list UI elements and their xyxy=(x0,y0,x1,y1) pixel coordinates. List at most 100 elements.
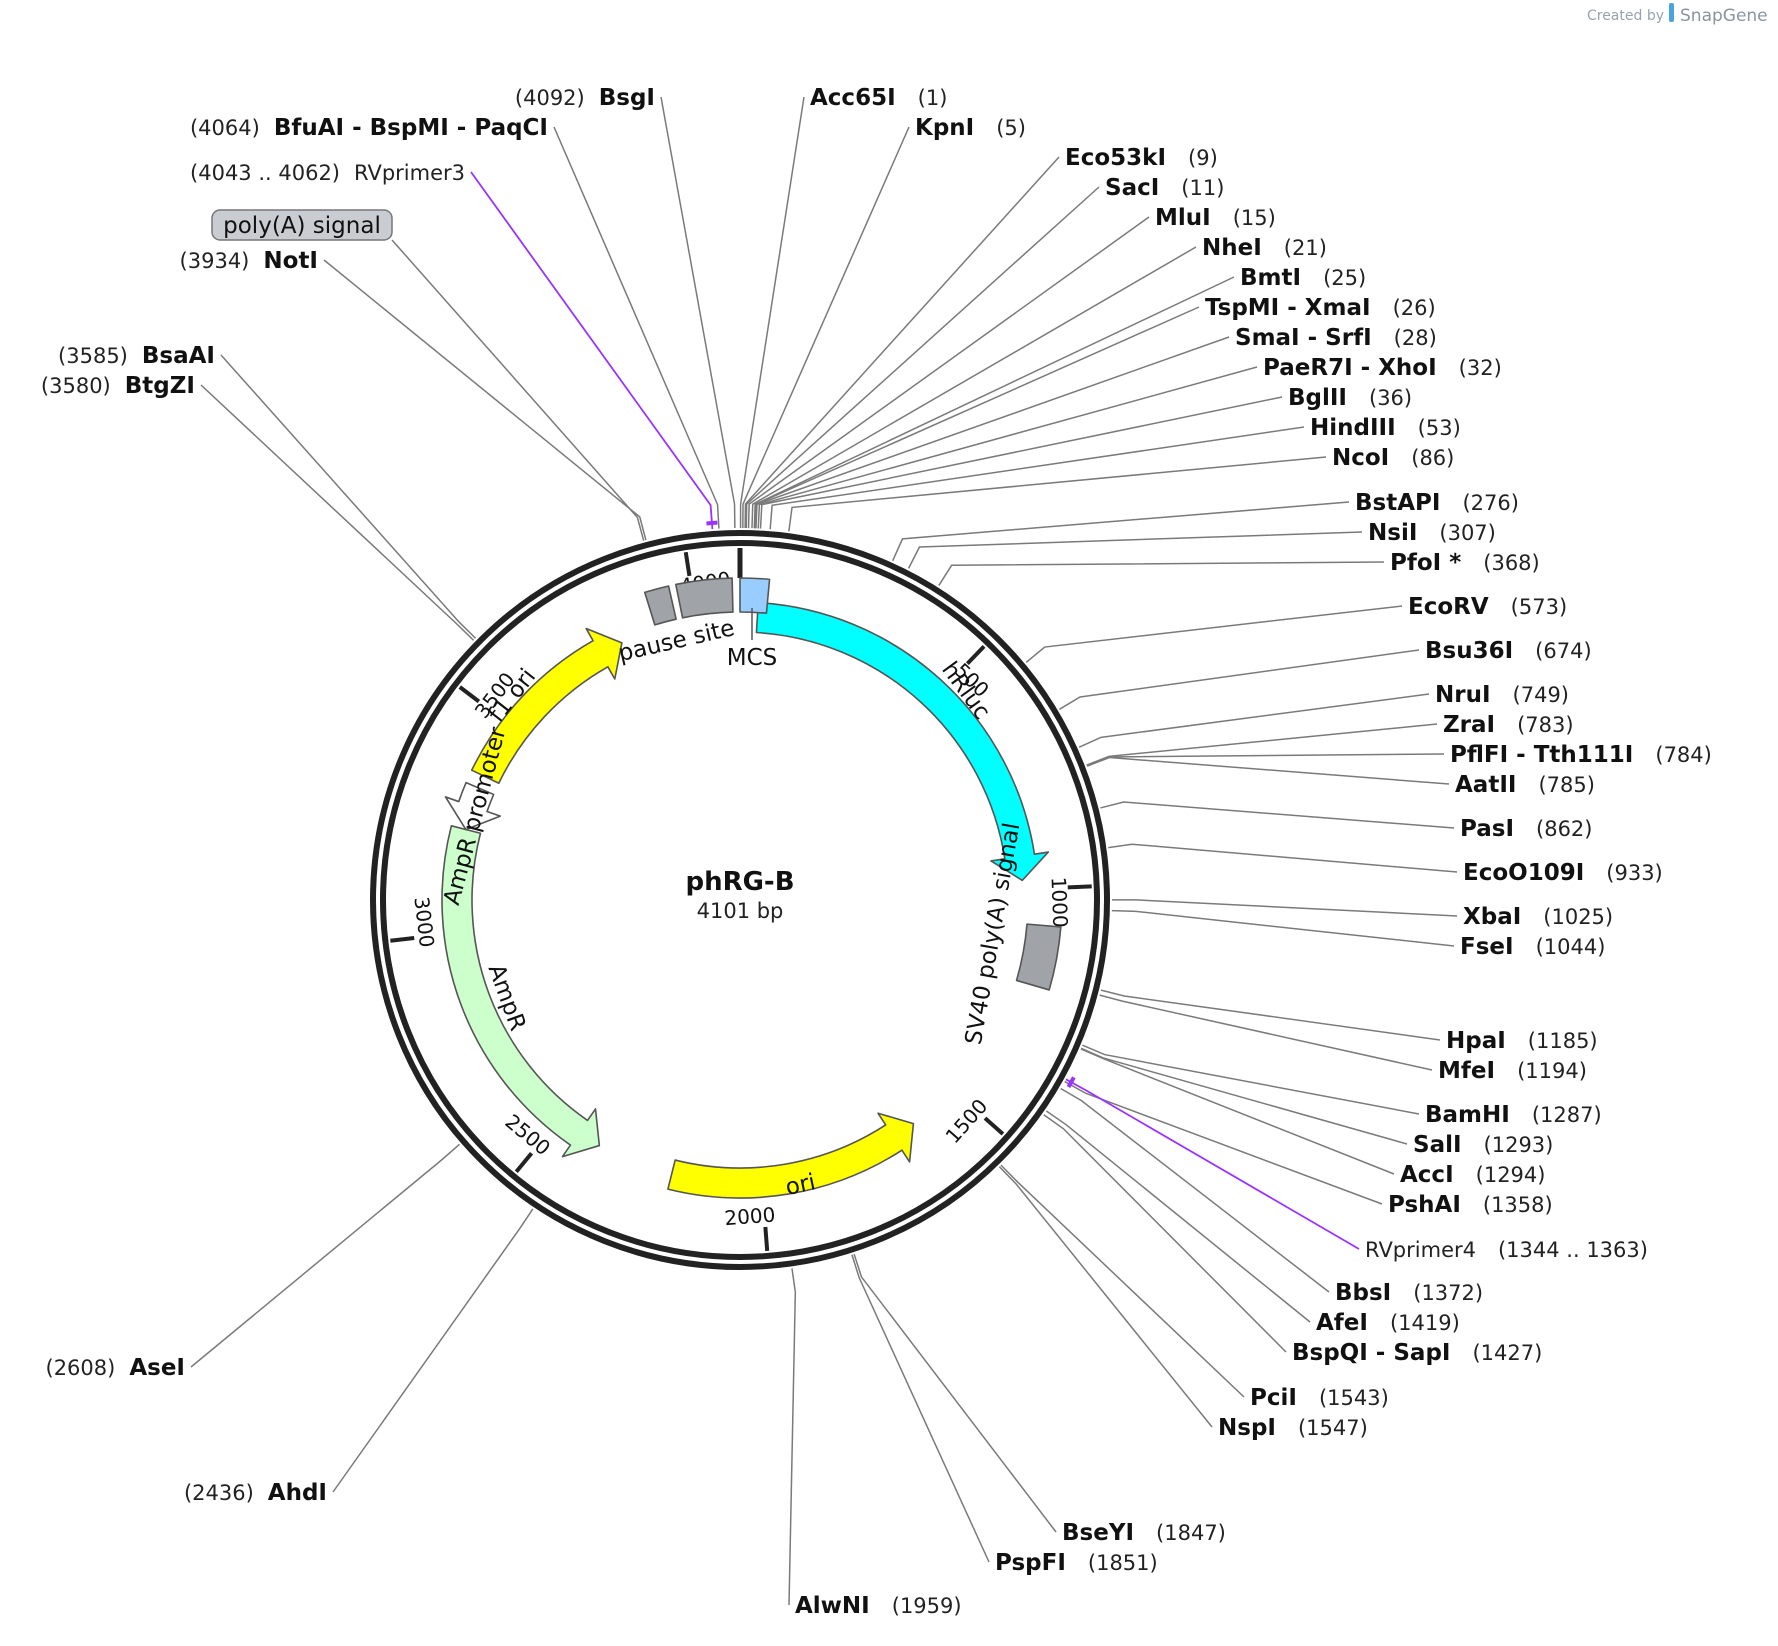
site-label-bfuai-bspmi-paqci[interactable]: (4064)BfuAI - BspMI - PaqCI xyxy=(190,115,548,141)
site-label-kpni[interactable]: KpnI(5) xyxy=(915,115,1026,141)
site-leader-pasi xyxy=(1100,801,1455,829)
site-label-bsu36i[interactable]: Bsu36I(674) xyxy=(1425,638,1592,664)
feature-ampr-3[interactable] xyxy=(441,824,601,1158)
site-label-bsaai[interactable]: (3585)BsaAI xyxy=(58,343,215,369)
tick-500 xyxy=(965,644,986,666)
backbone xyxy=(370,530,1110,1270)
site-label-tspmi-xmai[interactable]: TspMI - XmaI(26) xyxy=(1205,295,1436,321)
primer-label-rvprimer3[interactable]: (4043 .. 4062)RVprimer3 xyxy=(190,161,465,185)
tick-4000 xyxy=(683,551,692,577)
tick-3000 xyxy=(390,935,415,943)
feature-f1-ori-5[interactable] xyxy=(470,627,623,785)
site-label-bsgi[interactable]: (4092)BsgI xyxy=(515,85,655,111)
site-leader-smai-srfi xyxy=(755,336,1230,529)
feature-poly-a-signal-6[interactable] xyxy=(643,585,677,626)
site-label-noti[interactable]: (3934)NotI xyxy=(180,248,318,274)
tick-1000 xyxy=(1067,884,1092,890)
site-label-hindiii[interactable]: HindIII(53) xyxy=(1310,415,1461,441)
site-label-bstapi[interactable]: BstAPI(276) xyxy=(1355,490,1519,516)
site-leader-hpai xyxy=(1100,989,1441,1041)
polya-callout-badge xyxy=(211,209,393,241)
site-label-pshai[interactable]: PshAI(1358) xyxy=(1388,1192,1553,1218)
credit: Created by SnapGene xyxy=(1587,3,1768,26)
site-leader-pcii xyxy=(1000,1164,1245,1398)
site-leader-pspfi xyxy=(851,1254,990,1563)
plasmid-length: 4101 bp xyxy=(697,899,784,923)
site-leader-bsu36i xyxy=(1059,649,1420,710)
site-label-acc65i[interactable]: Acc65I(1) xyxy=(810,85,947,111)
site-label-bbsi[interactable]: BbsI(1372) xyxy=(1335,1280,1483,1306)
site-leader-btgzi xyxy=(200,384,475,641)
site-leader-kpni xyxy=(742,126,910,529)
site-leader-aatii xyxy=(1086,756,1450,785)
site-label-pspfi[interactable]: PspFI(1851) xyxy=(995,1550,1158,1576)
site-label-bmti[interactable]: BmtI(25) xyxy=(1240,265,1366,291)
site-label-smai-srfi[interactable]: SmaI - SrfI(28) xyxy=(1235,325,1437,351)
primer-mark-rvprimer3[interactable] xyxy=(706,520,718,526)
site-label-eco53ki[interactable]: Eco53kI(9) xyxy=(1065,145,1218,171)
site-leader-pfoi xyxy=(938,561,1385,586)
site-label-ecoo109i[interactable]: EcoO109I(933) xyxy=(1463,860,1663,886)
feature-pause-site-7[interactable] xyxy=(675,577,734,619)
feature-ampr-promoter-4[interactable] xyxy=(444,781,502,831)
site-label-pasi[interactable]: PasI(862) xyxy=(1460,816,1592,842)
site-label-fsei[interactable]: FseI(1044) xyxy=(1460,934,1605,960)
leader-lines xyxy=(190,96,1458,1606)
site-label-nrui[interactable]: NruI(749) xyxy=(1435,682,1569,708)
site-label-xbai[interactable]: XbaI(1025) xyxy=(1463,904,1613,930)
tick-1500 xyxy=(983,1116,1005,1136)
site-label-pflfi-tth111i[interactable]: PflFI - Tth111I(784) xyxy=(1450,742,1712,768)
site-leader-noti xyxy=(323,259,647,541)
site-leader-bbsi xyxy=(1060,1087,1330,1293)
site-label-pcii[interactable]: PciI(1543) xyxy=(1250,1385,1389,1411)
site-leader-bseyi xyxy=(853,1253,1057,1533)
site-label-saci[interactable]: SacI(11) xyxy=(1105,175,1224,201)
feature-label-mcs: MCS xyxy=(727,645,778,671)
site-label-asei[interactable]: (2608)AseI xyxy=(46,1355,186,1381)
feature-sv40-poly-a-signal-1[interactable] xyxy=(1015,923,1062,991)
site-label-mlui[interactable]: MluI(15) xyxy=(1155,205,1276,231)
tick-label-1000: 1000 xyxy=(1047,876,1073,928)
site-leader-bsaai xyxy=(220,354,477,639)
site-label-mfei[interactable]: MfeI(1194) xyxy=(1438,1058,1587,1084)
site-label-pfoi[interactable]: PfoI *(368) xyxy=(1390,550,1540,576)
site-label-ncoi[interactable]: NcoI(86) xyxy=(1332,445,1454,471)
site-label-nhei[interactable]: NheI(21) xyxy=(1202,235,1327,261)
site-leader-nsii xyxy=(907,531,1363,569)
backbone-inner-ring xyxy=(380,540,1100,1260)
site-label-afei[interactable]: AfeI(1419) xyxy=(1316,1310,1460,1336)
site-label-hpai[interactable]: HpaI(1185) xyxy=(1446,1028,1598,1054)
site-label-nspi[interactable]: NspI(1547) xyxy=(1218,1415,1368,1441)
feature-hrluc-0[interactable] xyxy=(755,601,1050,882)
site-label-btgzi[interactable]: (3580)BtgZI xyxy=(41,373,195,399)
site-label-zrai[interactable]: ZraI(783) xyxy=(1443,712,1574,738)
site-label-bamhi[interactable]: BamHI(1287) xyxy=(1425,1102,1602,1128)
site-label-ahdi[interactable]: (2436)AhdI xyxy=(184,1480,327,1506)
site-leader-acc65i xyxy=(739,96,805,529)
site-leader-bspqi-sapi xyxy=(1043,1114,1287,1353)
feature-label-sv40-polya: SV40 poly(A) signal xyxy=(961,821,1026,1047)
primer-label-rvprimer4[interactable]: RVprimer4(1344 .. 1363) xyxy=(1365,1238,1648,1262)
site-label-bseyi[interactable]: BseYI(1847) xyxy=(1062,1520,1226,1546)
tick-label-1500: 1500 xyxy=(941,1094,993,1148)
primer-mark-rvprimer4[interactable] xyxy=(1066,1076,1076,1088)
site-leader-afei xyxy=(1045,1110,1311,1323)
credit-prefix: Created by xyxy=(1587,8,1664,24)
polya-callout-leader xyxy=(391,239,645,541)
feature-ori-2[interactable] xyxy=(667,1112,915,1199)
site-label-ecorv[interactable]: EcoRV(573) xyxy=(1408,594,1567,620)
site-label-bglii[interactable]: BglII(36) xyxy=(1288,385,1412,411)
feature-mcs-8[interactable] xyxy=(739,577,771,615)
site-label-bspqi-sapi[interactable]: BspQI - SapI(1427) xyxy=(1292,1340,1542,1366)
site-leader-tspmi-xmai xyxy=(754,306,1200,529)
credit-brand: SnapGene xyxy=(1680,6,1768,26)
site-label-acci[interactable]: AccI(1294) xyxy=(1400,1162,1545,1188)
site-label-paer7i-xhoi[interactable]: PaeR7I - XhoI(32) xyxy=(1263,355,1502,381)
site-label-alwni[interactable]: AlwNI(1959) xyxy=(795,1593,962,1619)
site-label-aatii[interactable]: AatII(785) xyxy=(1455,772,1595,798)
site-label-nsii[interactable]: NsiI(307) xyxy=(1368,520,1496,546)
site-leader-xbai xyxy=(1111,899,1458,917)
site-label-sali[interactable]: SalI(1293) xyxy=(1413,1132,1553,1158)
site-leader-eco53ki xyxy=(744,156,1060,529)
